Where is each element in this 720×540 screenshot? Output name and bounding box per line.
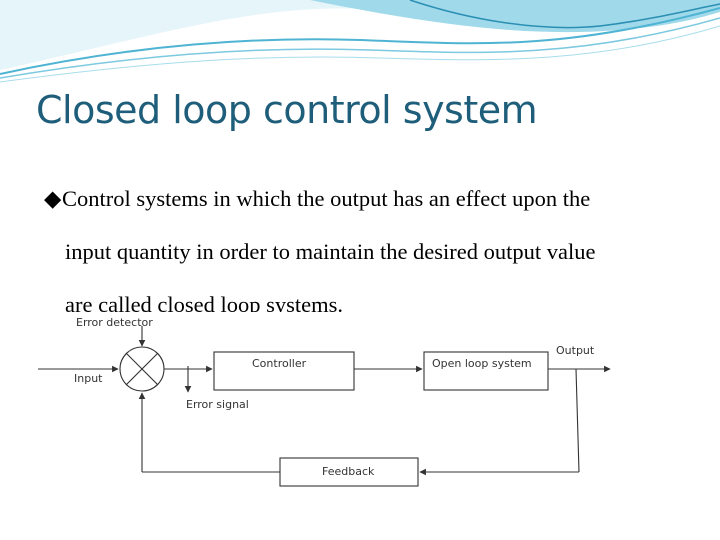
error-signal-label: Error signal <box>186 398 249 411</box>
input-label: Input <box>74 372 102 385</box>
closed-loop-block-diagram: Error detector Input Error signal Contro… <box>26 312 642 500</box>
slide-title: Closed loop control system <box>36 88 537 132</box>
header-wave-decoration <box>0 0 720 90</box>
paragraph-line-2: input quantity in order to maintain the … <box>44 225 704 278</box>
paragraph-line-1: ◆Control systems in which the output has… <box>44 172 704 225</box>
controller-label: Controller <box>252 357 306 370</box>
error-detector-label: Error detector <box>76 316 153 329</box>
slide-paragraph: ◆Control systems in which the output has… <box>44 172 704 331</box>
output-label: Output <box>556 344 594 357</box>
feedback-label: Feedback <box>322 465 374 478</box>
bullet-icon: ◆ <box>44 172 62 225</box>
open-loop-system-label: Open loop system <box>432 357 532 370</box>
